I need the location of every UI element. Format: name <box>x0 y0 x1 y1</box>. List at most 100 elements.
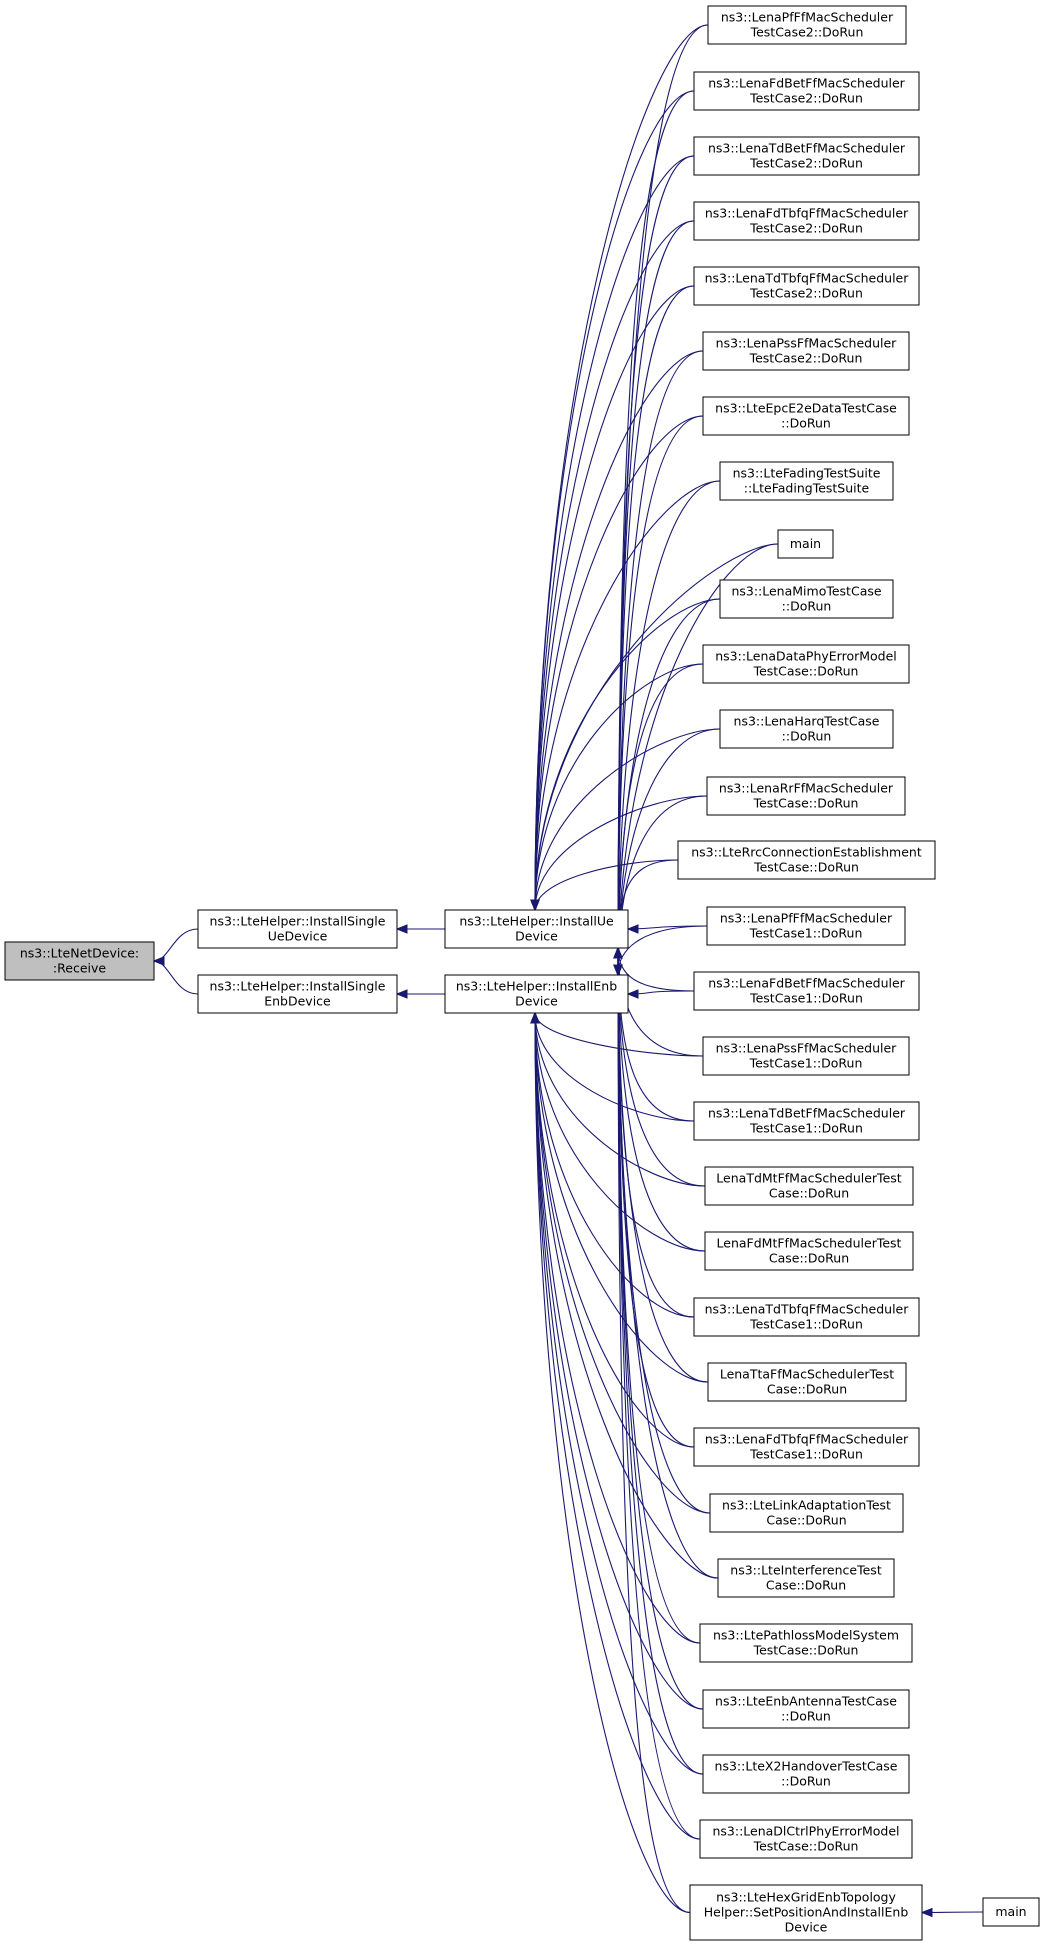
edge-line <box>534 1012 691 1914</box>
node-label: UeDevice <box>268 929 328 944</box>
edge-line <box>617 663 704 976</box>
node-label: ns3::LenaTdBetFfMacScheduler <box>708 141 906 156</box>
node-label: ns3::LenaPfFfMacScheduler <box>720 911 893 926</box>
node-c10[interactable]: ns3::LenaMimoTestCase::DoRun <box>719 579 894 619</box>
node-label: ns3::LenaTdBetFfMacScheduler <box>708 1106 906 1121</box>
node-box <box>702 331 910 371</box>
node-c09[interactable]: main <box>777 529 834 559</box>
edge-line <box>617 947 704 1057</box>
edge-line <box>534 1012 709 1383</box>
edge-line <box>617 947 695 1122</box>
node-label: ::DoRun <box>781 416 831 431</box>
node-label: ns3::LenaMimoTestCase <box>731 584 881 599</box>
node-label: TestCase::DoRun <box>753 796 859 811</box>
edge-line <box>534 1012 695 1122</box>
edge-line <box>534 155 695 911</box>
node-box <box>704 1231 914 1271</box>
node-label: ns3::LenaPssFfMacScheduler <box>716 336 898 351</box>
node-label: ns3::LteFadingTestSuite <box>733 466 881 481</box>
node-main2[interactable]: main <box>982 1897 1040 1927</box>
node-c11[interactable]: ns3::LenaDataPhyErrorModelTestCase::DoRu… <box>702 644 910 684</box>
node-box <box>706 906 906 946</box>
node-c03[interactable]: ns3::LenaTdBetFfMacSchedulerTestCase2::D… <box>693 136 920 176</box>
node-c14[interactable]: ns3::LteRrcConnectionEstablishmentTestCa… <box>677 840 936 880</box>
node-label: ns3::LenaTdTbfqFfMacScheduler <box>705 271 910 286</box>
node-c16[interactable]: ns3::LenaFdBetFfMacSchedulerTestCase1::D… <box>693 971 920 1011</box>
edge-c16-to-install_enb <box>626 989 695 999</box>
node-label: EnbDevice <box>264 994 331 1009</box>
edge-arrowhead <box>530 1011 540 1024</box>
node-c27[interactable]: ns3::LteEnbAntennaTestCase::DoRun <box>702 1689 910 1729</box>
node-label: ns3::LenaFdBetFfMacScheduler <box>708 76 905 91</box>
node-c21[interactable]: ns3::LenaTdTbfqFfMacSchedulerTestCase1::… <box>693 1297 920 1337</box>
edge-line <box>534 1012 711 1514</box>
edge-c18-to-install_enb <box>530 1011 695 1122</box>
node-label: ns3::LenaRrFfMacScheduler <box>719 781 894 796</box>
node-c05[interactable]: ns3::LenaTdTbfqFfMacSchedulerTestCase2::… <box>693 266 920 306</box>
edge-line <box>617 947 691 1914</box>
node-c15[interactable]: ns3::LenaPfFfMacSchedulerTestCase1::DoRu… <box>706 906 906 946</box>
edge-line <box>534 1012 701 1840</box>
node-label: Case::DoRun <box>766 1513 846 1528</box>
node-c12[interactable]: ns3::LenaHarqTestCase::DoRun <box>719 709 894 749</box>
node-label: ns3::LtePathlossModelSystem <box>713 1628 899 1643</box>
nodes-layer: ns3::LteNetDevice::Receivens3::LteHelper… <box>4 5 1040 1941</box>
node-c29[interactable]: ns3::LenaDlCtrlPhyErrorModelTestCase::Do… <box>699 1819 913 1859</box>
edge-arrowhead <box>152 956 165 966</box>
node-c02[interactable]: ns3::LenaFdBetFfMacSchedulerTestCase2::D… <box>693 71 920 111</box>
node-label: LenaTtaFfMacSchedulerTest <box>720 1367 894 1382</box>
node-label: :Receive <box>53 961 106 976</box>
edge-arrowhead <box>626 989 639 999</box>
edge-line <box>534 1012 706 1187</box>
node-box <box>719 709 894 749</box>
node-label: ns3::LteInterferenceTest <box>730 1563 882 1578</box>
edge-line <box>534 1012 706 1252</box>
node-c08[interactable]: ns3::LteFadingTestSuite::LteFadingTestSu… <box>719 461 894 501</box>
node-label: Case::DoRun <box>769 1186 849 1201</box>
node-c04[interactable]: ns3::LenaFdTbfqFfMacSchedulerTestCase2::… <box>693 201 920 241</box>
node-c28[interactable]: ns3::LteX2HandoverTestCase::DoRun <box>702 1754 910 1794</box>
node-label: ns3::LteEnbAntennaTestCase <box>715 1694 897 1709</box>
node-label: Device <box>515 929 558 944</box>
node-label: TestCase2::DoRun <box>749 156 863 171</box>
node-c30[interactable]: ns3::LteHexGridEnbTopologyHelper::SetPos… <box>689 1884 923 1941</box>
node-label: ns3::LteEpcE2eDataTestCase <box>715 401 897 416</box>
node-box <box>982 1897 1040 1927</box>
node-label: TestCase1::DoRun <box>749 991 863 1006</box>
node-c06[interactable]: ns3::LenaPssFfMacSchedulerTestCase2::DoR… <box>702 331 910 371</box>
node-c26[interactable]: ns3::LtePathlossModelSystemTestCase::DoR… <box>699 1623 913 1663</box>
edge-line <box>534 415 704 911</box>
node-c07[interactable]: ns3::LteEpcE2eDataTestCase::DoRun <box>702 396 910 436</box>
node-label: ns3::LenaPssFfMacScheduler <box>716 1041 898 1056</box>
node-box <box>693 71 920 111</box>
node-box <box>444 909 629 949</box>
edge-c08-to-install_enb <box>613 480 721 977</box>
node-label: TestCase2::DoRun <box>749 286 863 301</box>
edge-line <box>617 285 695 976</box>
edge-line <box>617 925 708 976</box>
edge-c26-to-install_enb <box>530 1011 701 1644</box>
node-c23[interactable]: ns3::LenaFdTbfqFfMacSchedulerTestCase1::… <box>693 1427 920 1467</box>
node-label: LenaFdMtFfMacSchedulerTest <box>717 1236 902 1251</box>
node-box <box>693 201 920 241</box>
node-c17[interactable]: ns3::LenaPssFfMacSchedulerTestCase1::DoR… <box>702 1036 910 1076</box>
edge-line <box>617 415 704 976</box>
edge-arrowhead <box>626 924 639 934</box>
node-c18[interactable]: ns3::LenaTdBetFfMacSchedulerTestCase1::D… <box>693 1101 920 1141</box>
node-label: TestCase1::DoRun <box>749 1317 863 1332</box>
node-label: TestCase2::DoRun <box>749 351 863 366</box>
node-label: Device <box>515 994 558 1009</box>
node-label: TestCase::DoRun <box>753 664 859 679</box>
node-c01[interactable]: ns3::LenaPfFfMacSchedulerTestCase2::DoRu… <box>707 5 907 45</box>
edge-c30-to-install_ue <box>613 946 691 1914</box>
